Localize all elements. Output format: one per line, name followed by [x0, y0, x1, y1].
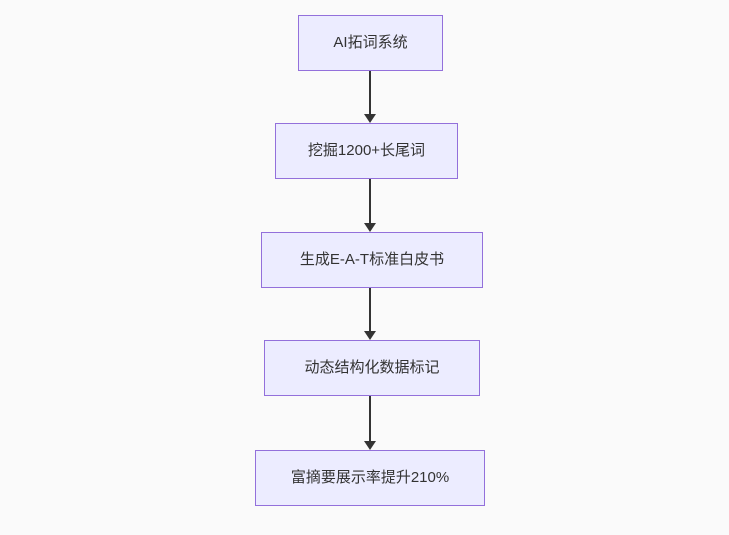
flow-node-step-4: 动态结构化数据标记: [264, 340, 480, 396]
flow-node-step-2: 挖掘1200+长尾词: [275, 123, 458, 179]
flow-node-label: 生成E-A-T标准白皮书: [299, 251, 445, 268]
flow-node-label: 动态结构化数据标记: [304, 359, 440, 376]
arrowhead-down-icon: [364, 223, 376, 232]
flow-node-step-5: 富摘要展示率提升210%: [255, 450, 485, 506]
arrow-shaft: [369, 288, 371, 331]
arrow-shaft: [369, 179, 371, 223]
arrowhead-down-icon: [364, 114, 376, 123]
flow-arrow-3: [364, 288, 376, 340]
arrow-shaft: [369, 396, 371, 441]
flow-arrow-1: [364, 71, 376, 123]
flow-arrow-4: [364, 396, 376, 450]
flow-node-step-1: AI拓词系统: [298, 15, 443, 71]
flow-node-label: 挖掘1200+长尾词: [307, 142, 426, 159]
flow-arrow-2: [364, 179, 376, 232]
flow-node-label: 富摘要展示率提升210%: [290, 469, 450, 486]
flow-node-label: AI拓词系统: [333, 34, 408, 51]
arrowhead-down-icon: [364, 331, 376, 340]
arrowhead-down-icon: [364, 441, 376, 450]
arrow-shaft: [369, 71, 371, 114]
flow-node-step-3: 生成E-A-T标准白皮书: [261, 232, 483, 288]
